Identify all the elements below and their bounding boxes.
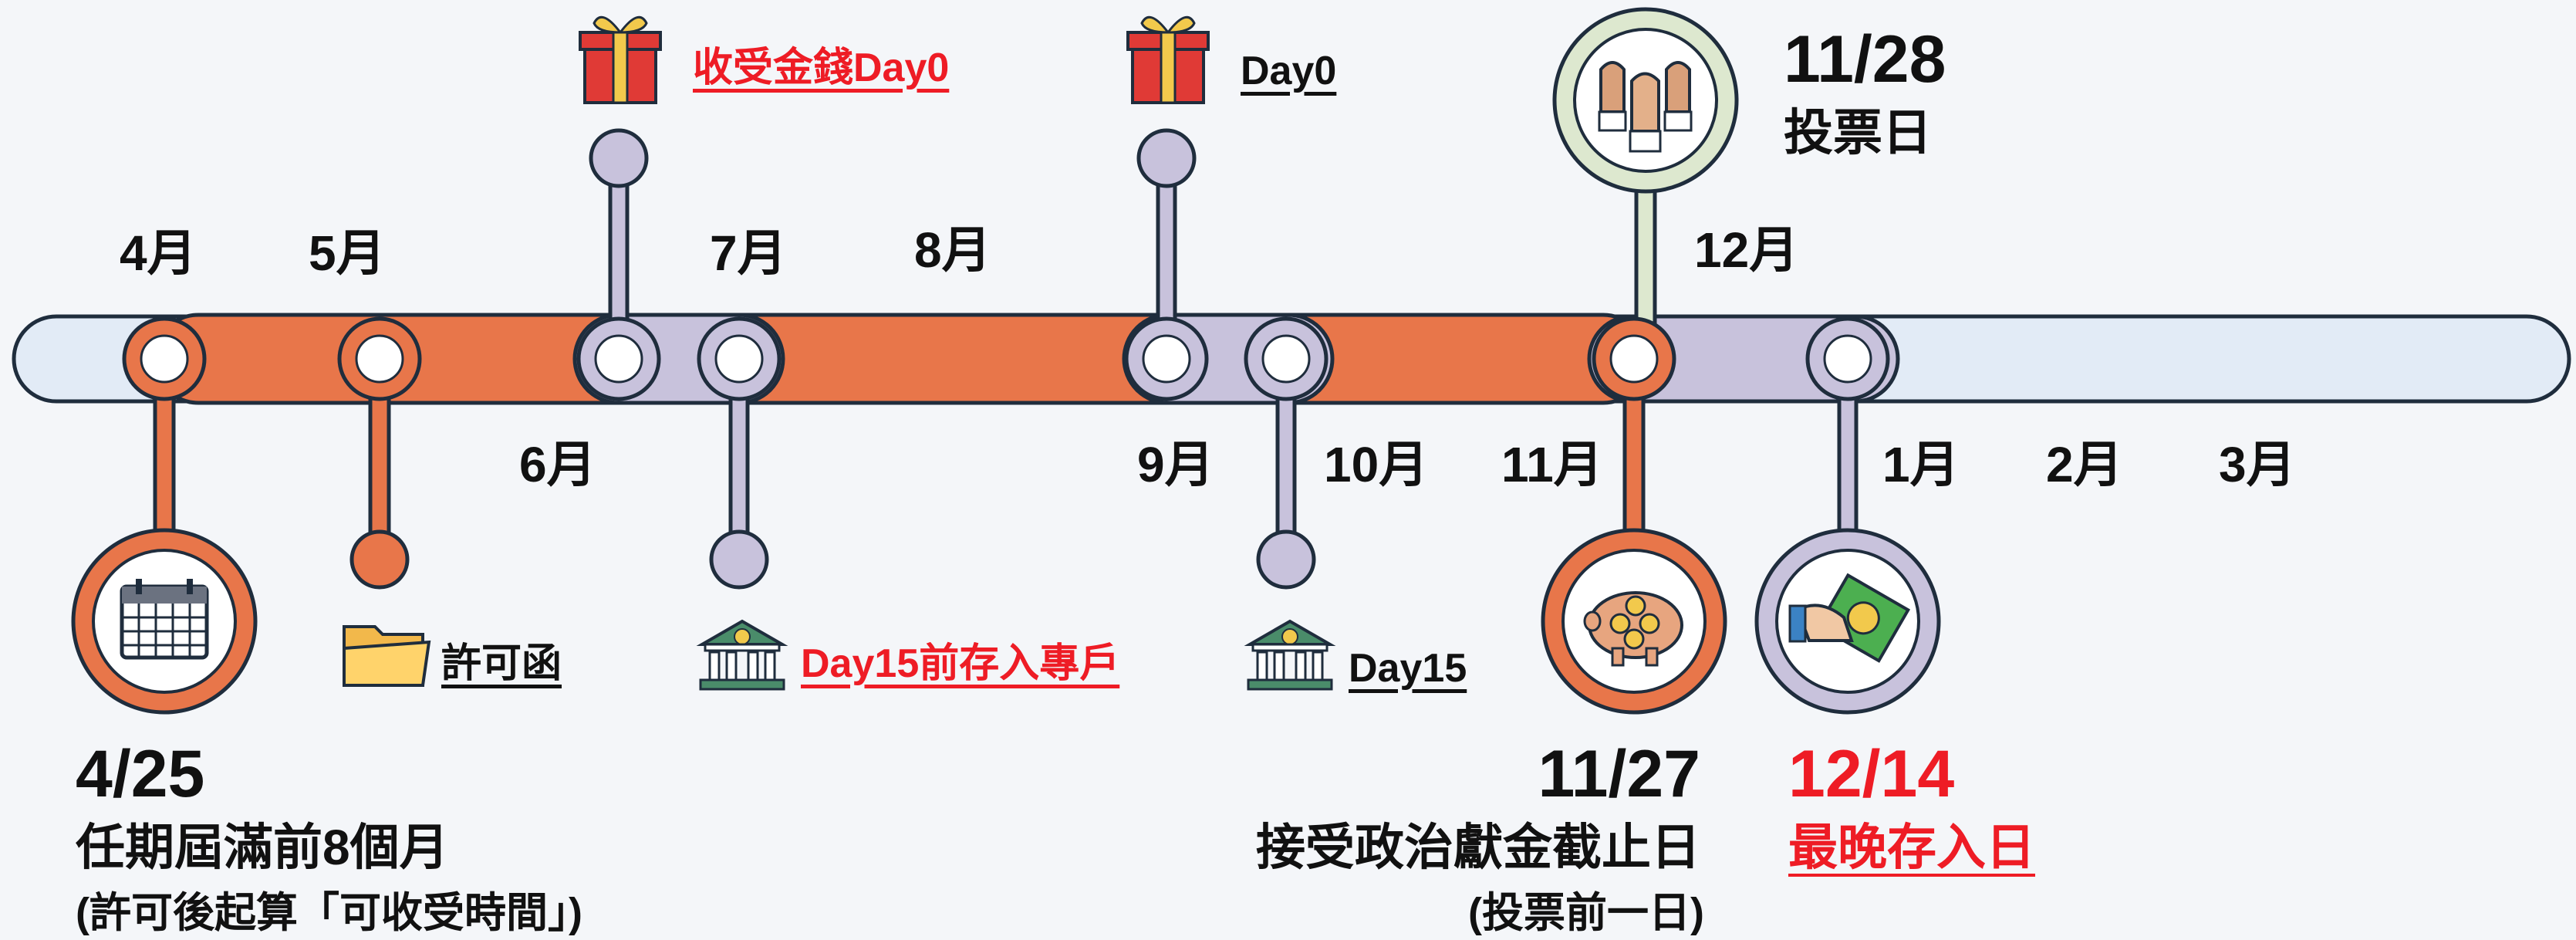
vote-day-date: 11/28 [1784, 22, 1946, 96]
term-start-date: 4/25 [76, 737, 205, 811]
stem-end-dot [1136, 128, 1197, 188]
month-label-nov: 11月 [1501, 437, 1603, 492]
stem-end-dot [709, 529, 769, 590]
last-deposit-date: 12/14 [1788, 737, 1955, 811]
stem-end-dot [589, 128, 649, 188]
day0-label: Day0 [1241, 49, 1337, 93]
money-hand-icon [1754, 528, 1941, 715]
stem-end-dot [349, 529, 410, 590]
month-label-aug: 8月 [914, 222, 991, 278]
node-day0 [1124, 316, 1209, 401]
month-label-dec: 12月 [1694, 222, 1799, 278]
month-label-jun: 6月 [519, 437, 596, 492]
piggy-bank-icon [1541, 528, 1727, 715]
day15-label: Day15 [1349, 646, 1467, 691]
month-label-mar: 3月 [2219, 437, 2296, 492]
gift-icon [1126, 15, 1210, 104]
calendar-icon [71, 528, 258, 715]
month-label-feb: 2月 [2046, 437, 2123, 492]
donation-deadline-line2: (投票前一日) [1468, 890, 1704, 936]
node-4-25 [122, 316, 207, 401]
month-label-sep: 9月 [1137, 437, 1214, 492]
folder-icon [343, 625, 431, 687]
term-start-line2: (許可後起算「可收受時間」) [76, 890, 582, 936]
gift-icon [579, 15, 662, 104]
node-11-27 [1592, 316, 1676, 401]
last-deposit-label: 最晚存入日 [1788, 820, 2035, 875]
node-receive [576, 316, 661, 401]
stem-end-dot [1256, 529, 1316, 590]
term-start-line1: 任期屆滿前8個月 [76, 820, 449, 875]
bank-icon [696, 619, 788, 691]
donation-deadline-line1: 接受政治獻金截止日 [1256, 820, 1700, 875]
bank-icon [1244, 619, 1336, 691]
month-label-oct: 10月 [1324, 437, 1429, 492]
raised-hands-icon [1552, 7, 1739, 194]
donation-deadline-date: 11/27 [1538, 737, 1700, 811]
node-12-14 [1805, 316, 1890, 401]
month-label-may: 5月 [309, 225, 386, 281]
vote-day-label: 投票日 [1784, 105, 1932, 161]
node-permit [337, 316, 422, 401]
node-day15 [1244, 316, 1329, 401]
permit-label: 許可函 [441, 641, 562, 686]
month-label-jul: 7月 [710, 225, 787, 281]
month-label-jan: 1月 [1882, 437, 1960, 492]
receive-money-label: 收受金錢Day0 [693, 46, 950, 90]
deposit-account-label: Day15前存入專戶 [801, 641, 1120, 686]
node-deposit [697, 316, 782, 401]
month-label-apr: 4月 [120, 225, 197, 281]
